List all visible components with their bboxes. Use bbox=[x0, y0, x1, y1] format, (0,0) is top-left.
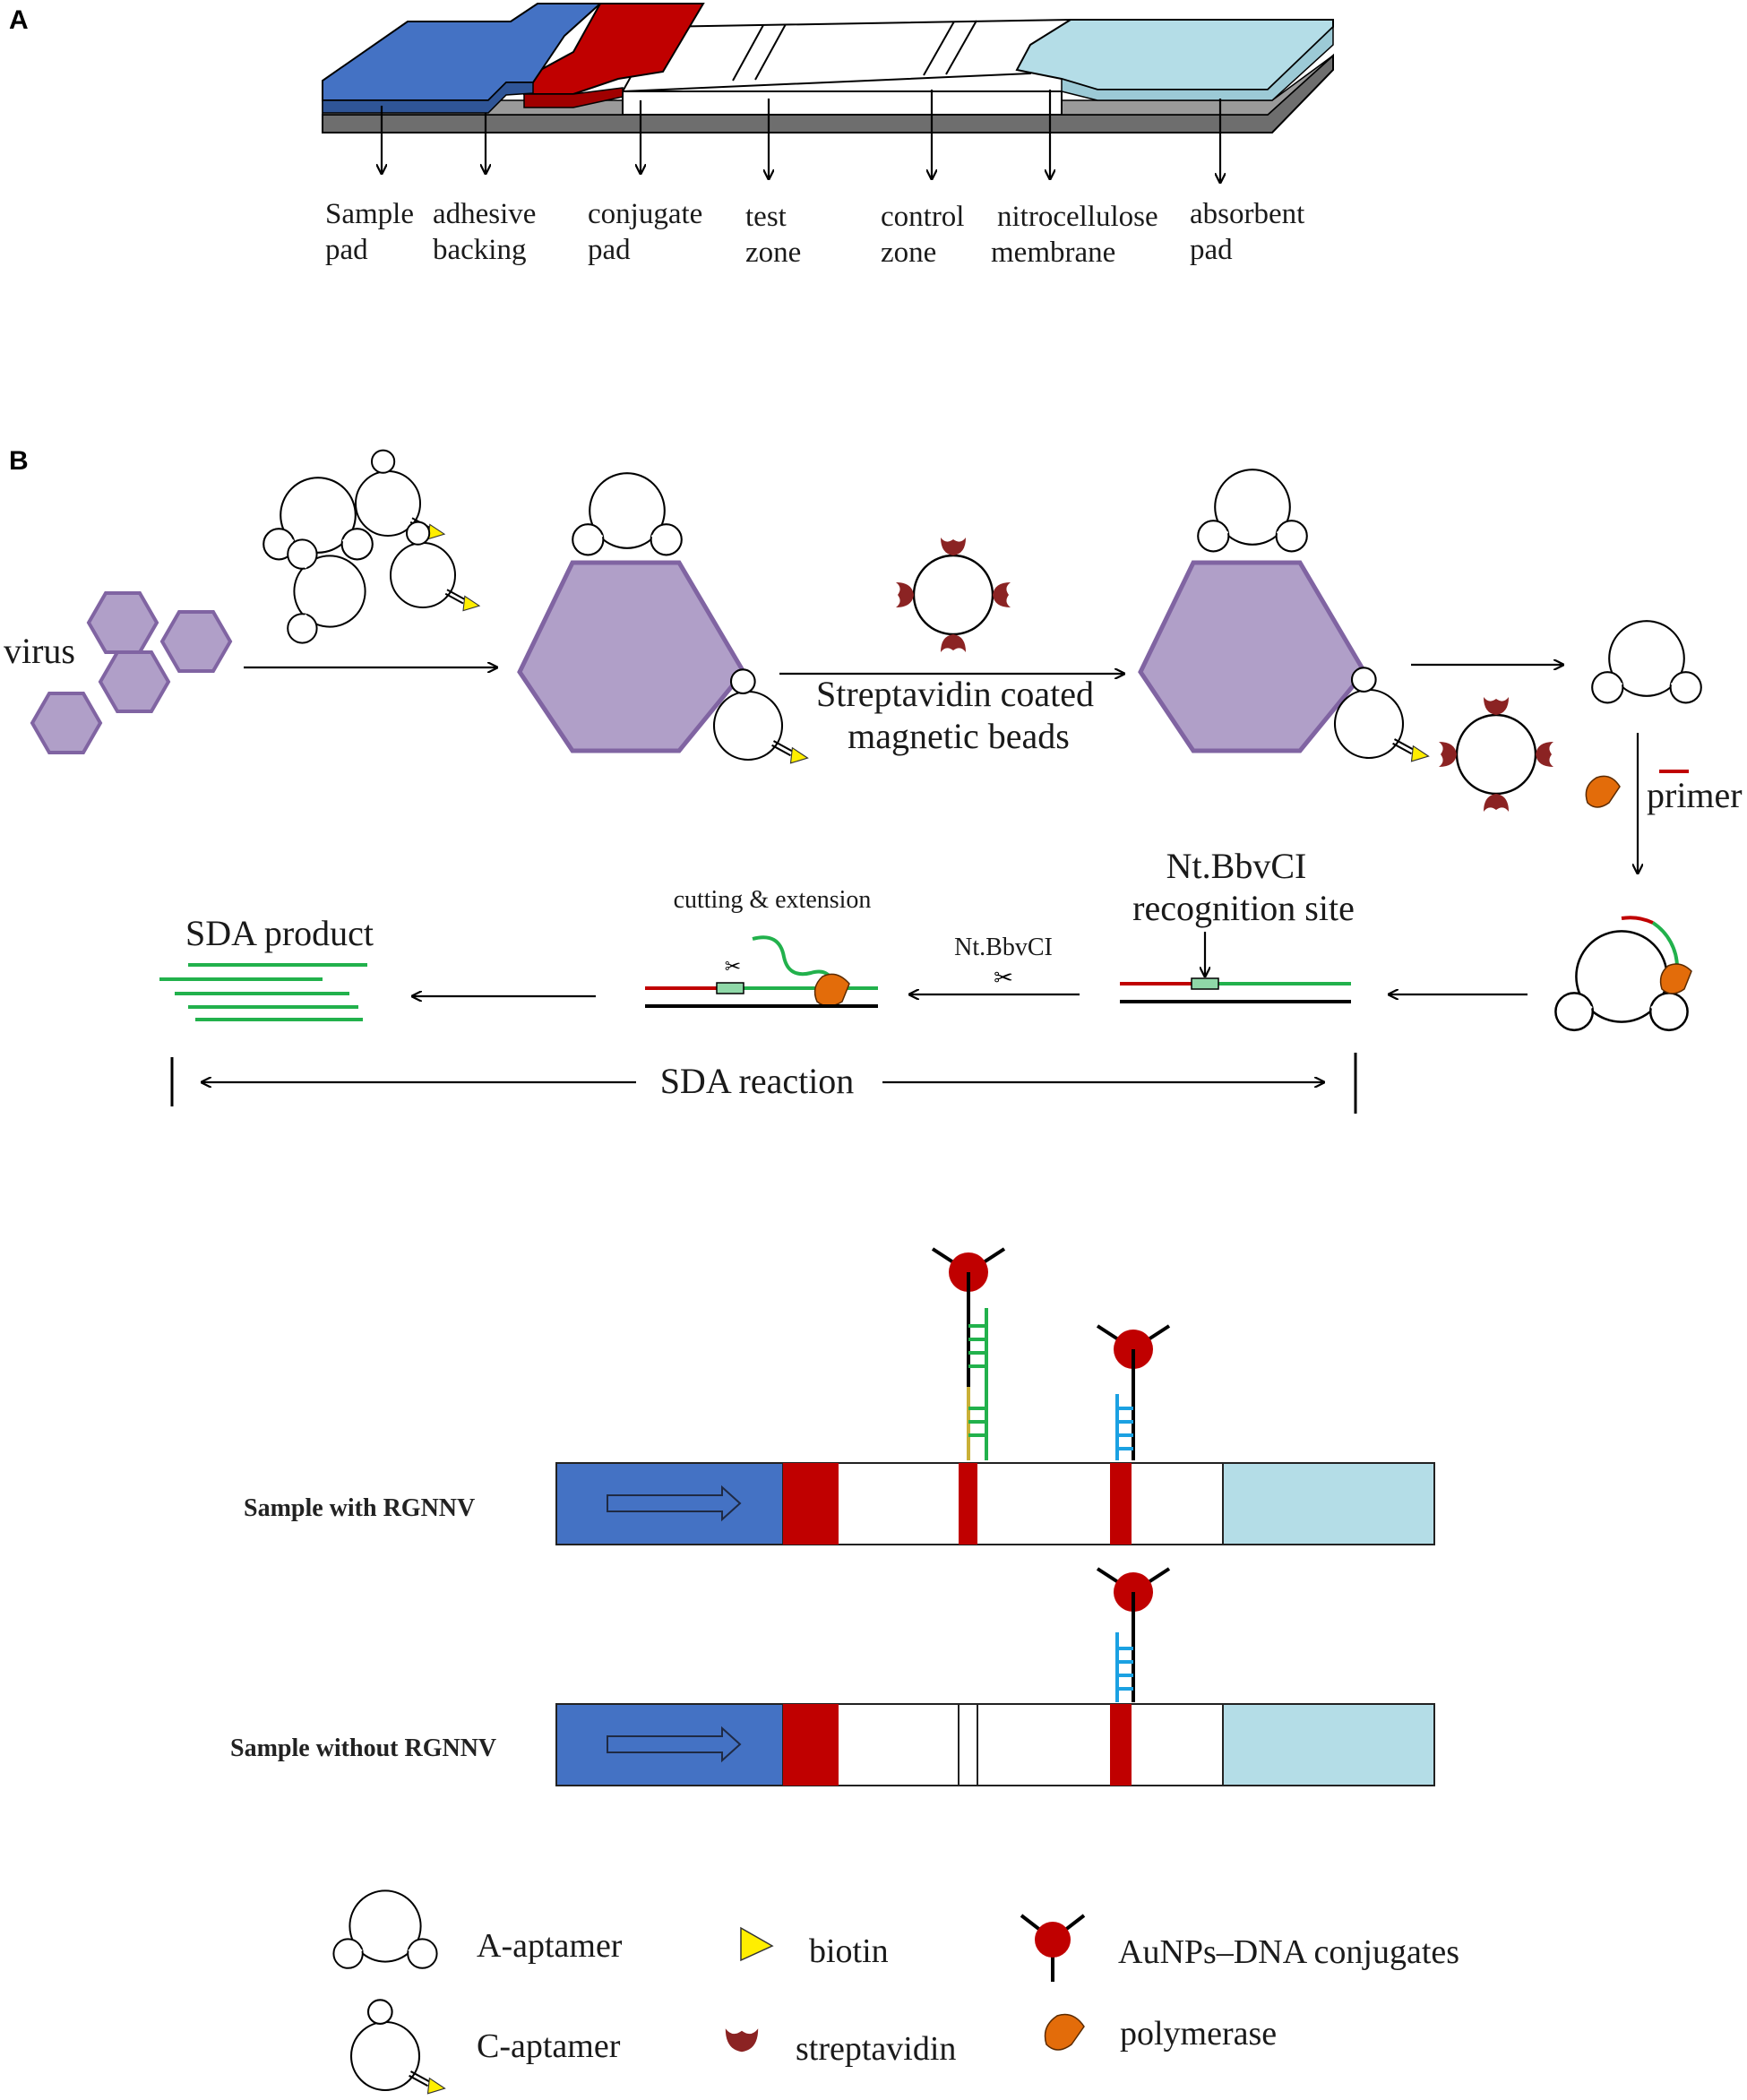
virus-complex-2 bbox=[1138, 469, 1553, 812]
legend-biotin: biotin bbox=[809, 1932, 889, 1970]
scissors-icon: ✂ bbox=[994, 965, 1013, 991]
svg-text:✂: ✂ bbox=[725, 955, 741, 977]
virus-complex-1 bbox=[517, 473, 809, 764]
test-line-probe bbox=[931, 1247, 1006, 1460]
streptavidin-icon bbox=[725, 2028, 759, 2053]
virus-particles bbox=[30, 591, 233, 754]
sda-product-label: SDA product bbox=[185, 913, 374, 953]
label-absorbent-pad-1: absorbent bbox=[1190, 198, 1304, 230]
biotin-icon bbox=[740, 1926, 774, 1962]
legend-aunps: AuNPs–DNA conjugates bbox=[1118, 1933, 1459, 1971]
control-line-probe-1 bbox=[1096, 1324, 1171, 1460]
label-absorbent-pad-2: pad bbox=[1190, 234, 1233, 266]
panel-b-letter: B bbox=[9, 446, 29, 476]
label-nitrocellulose-1: nitrocellulose bbox=[997, 201, 1158, 233]
magnetic-bead bbox=[896, 538, 1011, 652]
virus-label: virus bbox=[4, 631, 75, 671]
label-nitrocellulose-2: membrane bbox=[991, 237, 1115, 269]
strip-without-rgnnv bbox=[555, 1703, 1435, 1786]
panel-a-arrows bbox=[382, 90, 1220, 183]
sda-product-strands bbox=[159, 963, 367, 1021]
label-test-zone-1: test bbox=[745, 201, 787, 233]
beads-label-1: Streptavidin coated bbox=[816, 674, 1094, 714]
recognition-label-2: recognition site bbox=[1132, 888, 1355, 928]
sda-reaction-label: SDA reaction bbox=[660, 1061, 855, 1101]
label-conjugate-pad-1: conjugate bbox=[588, 198, 702, 230]
legend: A-aptamer C-aptamer biotin streptavidin … bbox=[333, 1890, 1459, 2095]
label-adhesive-backing-1: adhesive bbox=[433, 198, 536, 230]
released-a-aptamer bbox=[1592, 621, 1701, 702]
c-aptamer-icon bbox=[349, 1999, 446, 2095]
label-control-zone-1: control bbox=[881, 201, 964, 233]
cutting-label: cutting & extension bbox=[674, 886, 872, 914]
aunps-icon bbox=[1020, 1914, 1086, 1982]
label-sample-pad-1: Sample bbox=[325, 198, 414, 230]
label-control-zone-2: zone bbox=[881, 237, 936, 269]
free-aptamers bbox=[263, 449, 480, 643]
legend-polymerase: polymerase bbox=[1120, 2015, 1277, 2053]
sda-reaction-bracket bbox=[170, 1053, 1357, 1114]
label-test-zone-2: zone bbox=[745, 237, 801, 269]
polymerase-legend-icon bbox=[1044, 2013, 1085, 2051]
polymerase-icon bbox=[1585, 775, 1621, 808]
lateral-flow-strip-3d bbox=[322, 3, 1334, 133]
panel-a-letter: A bbox=[9, 5, 29, 35]
label-conjugate-pad-2: pad bbox=[588, 234, 631, 266]
panel-a-labels: Sample pad adhesive backing conjugate pa… bbox=[325, 198, 1304, 269]
aptamer-primer-complex bbox=[1555, 916, 1692, 1030]
legend-c-aptamer: C-aptamer bbox=[477, 2027, 621, 2065]
recognition-label-1: Nt.BbvCI bbox=[1166, 846, 1307, 886]
strip-with-rgnnv bbox=[555, 1462, 1435, 1545]
label-adhesive-backing-2: backing bbox=[433, 234, 526, 266]
beads-label-2: magnetic beads bbox=[848, 716, 1070, 756]
strip-without-label: Sample without RGNNV bbox=[230, 1734, 496, 1762]
nick-enzyme-label: Nt.BbvCI bbox=[954, 934, 1053, 961]
primer-label: primer bbox=[1647, 775, 1743, 815]
duplex-recognition bbox=[1120, 977, 1351, 1003]
a-aptamer-icon bbox=[333, 1890, 436, 1967]
legend-streptavidin: streptavidin bbox=[796, 2030, 956, 2068]
control-line-probe-2 bbox=[1096, 1567, 1171, 1702]
label-sample-pad-2: pad bbox=[325, 234, 368, 266]
strip-with-label: Sample with RGNNV bbox=[244, 1494, 475, 1522]
duplex-cutting: ✂ bbox=[645, 935, 878, 1008]
legend-a-aptamer: A-aptamer bbox=[477, 1927, 623, 1965]
